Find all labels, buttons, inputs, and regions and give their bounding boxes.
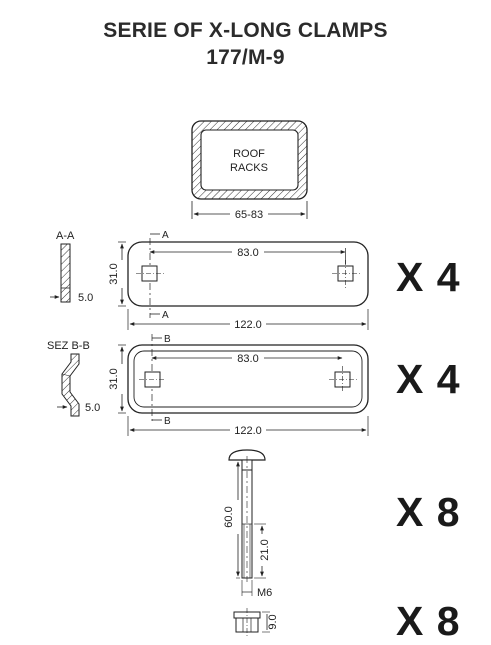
page-title: SERIE OF X-LONG CLAMPS xyxy=(103,19,388,42)
flat-clamp-quantity: X 4 xyxy=(396,254,461,300)
nut-height-dim: 9.0 xyxy=(267,614,279,629)
bent-hole-spacing-dim: 83.0 xyxy=(237,353,258,365)
bent-thickness-dim: 5.0 xyxy=(85,402,100,414)
section-marker-b-top: B xyxy=(164,334,171,345)
bent-length-dim: 122.0 xyxy=(234,425,262,437)
bent-clamp-plate: B B 83.0 31.0 122.0 xyxy=(108,334,369,437)
roof-rack-section: ROOF RACKS 65-83 xyxy=(191,120,308,221)
roof-label-2: RACKS xyxy=(230,162,268,174)
nut-quantity: X 8 xyxy=(396,598,461,644)
bent-height-dim: 31.0 xyxy=(108,368,120,389)
roof-width-dim: 65-83 xyxy=(235,209,263,221)
part-number: 177/M-9 xyxy=(206,46,285,69)
flat-height-dim: 31.0 xyxy=(108,263,120,284)
section-marker-a-top: A xyxy=(162,230,169,241)
bolt-length-dim: 60.0 xyxy=(223,506,235,527)
flat-thickness-dim: 5.0 xyxy=(78,292,93,304)
flat-hole-spacing-dim: 83.0 xyxy=(237,247,258,259)
bent-clamp-quantity: X 4 xyxy=(396,356,461,402)
bolt-thread-size: M6 xyxy=(257,587,272,599)
section-a-label: A-A xyxy=(56,230,75,242)
flange-nut: 9.0 xyxy=(233,608,279,638)
bent-clamp-section: SEZ B-B 5.0 xyxy=(47,340,100,417)
section-marker-a-bottom: A xyxy=(162,310,169,321)
section-marker-b-bottom: B xyxy=(164,416,171,427)
carriage-bolt: 60.0 21.0 M6 xyxy=(223,449,272,599)
roof-label-1: ROOF xyxy=(233,148,265,160)
section-b-label: SEZ B-B xyxy=(47,340,90,352)
flat-clamp-section: A-A 5.0 xyxy=(50,230,93,304)
bolt-thread-dim: 21.0 xyxy=(259,539,271,560)
flat-length-dim: 122.0 xyxy=(234,319,262,331)
flat-clamp-plate: A A 83.0 31.0 122.0 xyxy=(108,230,369,331)
bolt-quantity: X 8 xyxy=(396,489,461,535)
